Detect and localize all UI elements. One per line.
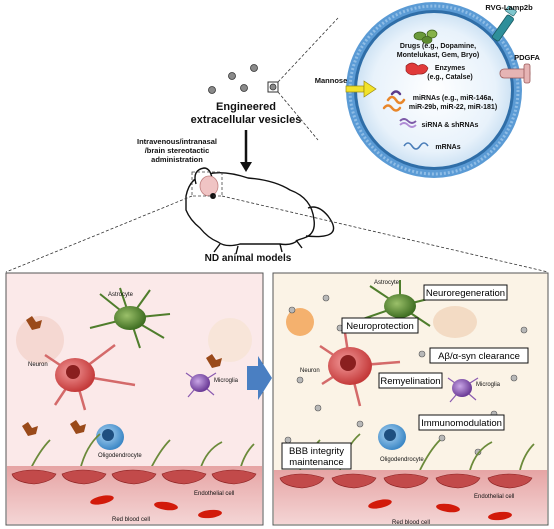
right-endothelial-label: Endothelial cell — [474, 494, 514, 500]
ev-particles-top — [208, 64, 279, 94]
vesicle-lumen — [357, 13, 511, 167]
zoom-box-ev — [267, 81, 279, 93]
right-astrocyte-label: Astrocyte — [374, 280, 400, 286]
effect-immunomodulation: Immunomodulation — [418, 414, 505, 431]
drugs-label-line2: Montelukast, Gem, Bryo) — [397, 52, 479, 59]
admin-line1: Intravenous/intranasal — [137, 137, 217, 146]
microglia-right — [447, 377, 479, 403]
rvg-lamp2b-icon — [492, 5, 517, 42]
drugs-label-line1: Drugs (e.g., Dopamine, — [400, 43, 476, 50]
rvg-label: RVG-Lamp2b — [485, 3, 533, 12]
protein-aggregates — [22, 316, 222, 436]
right-rbc-label: Red blood cell — [392, 520, 430, 526]
ev-title-line1: Engineered — [216, 101, 276, 113]
sirna-icon — [399, 118, 417, 128]
right-neuron-label: Neuron — [300, 368, 320, 374]
enzymes-label-line2: (e.g., Catalse) — [427, 74, 473, 81]
effect-abeta-clearance: Aβ/α-syn clearance — [429, 347, 529, 364]
enzymes-label-line1: Enzymes — [435, 65, 465, 72]
effect-bbb-text-line2: maintenance — [289, 457, 343, 468]
microglia-left — [185, 372, 217, 398]
neuron-right — [319, 325, 401, 407]
mrna-icon — [403, 142, 429, 150]
mannose-label: Mannose — [315, 76, 348, 85]
mirnas-label-line2: miR-29b, miR-22, miR-181) — [409, 104, 497, 111]
effect-bbb-integrity: BBB integrity maintenance — [281, 442, 352, 470]
admin-line2: /brain stereotactic — [145, 146, 210, 155]
sirna-label: siRNA & shRNAs — [422, 122, 479, 129]
mrna-label: mRNAs — [435, 144, 460, 151]
drug-molecules-icon — [413, 29, 438, 44]
effect-remyelination-text: Remyelination — [380, 376, 440, 387]
left-astrocyte-label: Astrocyte — [108, 292, 134, 298]
mirnas-label-line1: miRNAs (e.g., miR-146a, — [413, 95, 494, 102]
transition-arrow — [247, 356, 272, 400]
brain-zoom-box — [191, 171, 223, 197]
effect-remyelination: Remyelination — [378, 372, 443, 389]
effect-neuroprotection-text: Neuroprotection — [346, 321, 414, 332]
left-endothelial-label: Endothelial cell — [194, 491, 234, 497]
left-panel-diseased — [5, 272, 264, 526]
right-oligo-label: Oligodendrocyte — [380, 457, 424, 463]
mirna-icon — [382, 90, 406, 112]
animal-label: ND animal models — [205, 253, 292, 264]
mannose-icon — [345, 80, 377, 98]
astrocyte-left — [89, 287, 171, 349]
left-neuron-label: Neuron — [28, 362, 48, 368]
oligodendrocyte-left — [96, 424, 124, 450]
pdgfa-icon — [499, 63, 531, 84]
left-oligo-label: Oligodendrocyte — [98, 453, 142, 459]
effect-abeta-text: Aβ/α-syn clearance — [438, 351, 520, 362]
admin-line3: administration — [151, 155, 203, 164]
left-microglia-label: Microglia — [214, 378, 239, 384]
enzyme-icon — [405, 62, 429, 76]
mouse-illustration — [185, 167, 335, 255]
effect-neuroregeneration-text: Neuroregeneration — [426, 288, 505, 299]
left-rbc-label: Red blood cell — [112, 517, 150, 523]
ev-title-line2: extracellular vesicles — [191, 114, 302, 126]
astrocyte-right — [359, 280, 441, 327]
right-microglia-label: Microglia — [476, 382, 501, 388]
engineered-vesicle: Drugs (e.g., Dopamine, Montelukast, Gem,… — [346, 2, 522, 178]
effect-immunomodulation-text: Immunomodulation — [421, 418, 502, 429]
pdgfa-label: PDGFA — [514, 53, 540, 62]
effect-neuroprotection: Neuroprotection — [341, 317, 419, 334]
effect-bbb-text-line1: BBB integrity — [289, 446, 344, 457]
neuron-left — [44, 344, 136, 411]
effect-neuroregeneration: Neuroregeneration — [423, 284, 508, 301]
right-panel-treated — [272, 272, 549, 526]
oligodendrocyte-right — [378, 424, 406, 450]
mouse-brain — [199, 175, 219, 197]
